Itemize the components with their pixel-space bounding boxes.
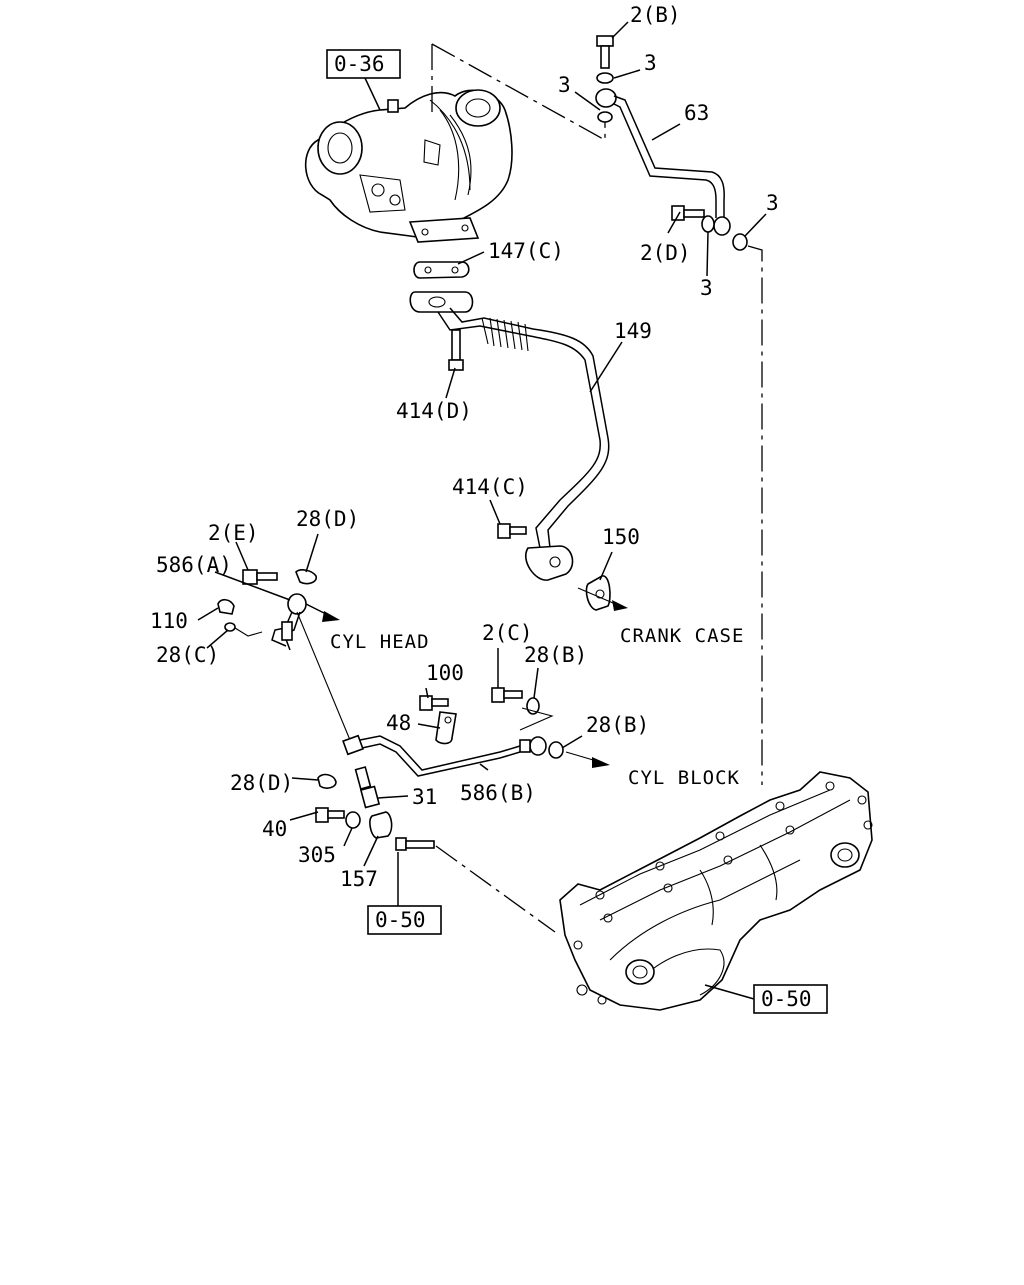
- label-414d[interactable]: 414(D): [396, 399, 472, 423]
- washer-3-left: [597, 111, 613, 123]
- bolt-2d: [671, 205, 705, 221]
- intake-manifold: [559, 771, 873, 1011]
- sensor-31: [354, 766, 381, 809]
- label-31[interactable]: 31: [412, 785, 437, 809]
- label-2b[interactable]: 2(B): [630, 3, 681, 27]
- label-28b-top[interactable]: 28(B): [524, 643, 587, 667]
- ref-turbo-label: 0-36: [334, 52, 385, 76]
- bracket-48: [435, 711, 457, 745]
- gasket-150: [585, 575, 611, 611]
- bolt-414d: [448, 329, 464, 371]
- label-150[interactable]: 150: [602, 525, 640, 549]
- label-2d[interactable]: 2(D): [640, 241, 691, 265]
- label-147c[interactable]: 147(C): [488, 239, 564, 263]
- ref-manifold-left-label: 0-50: [375, 908, 426, 932]
- clip-28d-left: [317, 773, 337, 789]
- label-48[interactable]: 48: [386, 711, 411, 735]
- label-28c[interactable]: 28(C): [156, 643, 219, 667]
- bolt-414c: [497, 523, 527, 539]
- pipe-586b: [342, 734, 547, 777]
- note-cyl-head: CYL HEAD: [330, 631, 430, 653]
- label-28d-left[interactable]: 28(D): [230, 771, 293, 795]
- pipe-149: [409, 291, 610, 581]
- washer-3-bottom: [701, 215, 715, 233]
- label-305[interactable]: 305: [298, 843, 336, 867]
- label-110[interactable]: 110: [150, 609, 188, 633]
- washer-3-right: [732, 233, 748, 251]
- washer-3-top: [596, 72, 614, 84]
- direction-notes: CYL HEAD CRANK CASE CYL BLOCK: [330, 625, 744, 789]
- bolt-2c: [491, 687, 523, 703]
- gasket-147c: [413, 261, 470, 279]
- label-2e[interactable]: 2(E): [208, 521, 259, 545]
- label-28d-top[interactable]: 28(D): [296, 507, 359, 531]
- note-crank-case: CRANK CASE: [620, 625, 744, 647]
- label-414c[interactable]: 414(C): [452, 475, 528, 499]
- label-3-bottom[interactable]: 3: [700, 276, 713, 300]
- stud: [395, 837, 435, 851]
- label-2c[interactable]: 2(C): [482, 621, 533, 645]
- label-157[interactable]: 157: [340, 867, 378, 891]
- leader-lines: [197, 21, 767, 867]
- label-40[interactable]: 40: [262, 817, 287, 841]
- label-149[interactable]: 149: [614, 319, 652, 343]
- cap-110: [217, 598, 235, 615]
- bolt-2b: [596, 35, 614, 69]
- washer-28b-right: [548, 741, 564, 759]
- ref-box-manifold-left[interactable]: 0-50: [367, 905, 442, 935]
- turbocharger: [304, 89, 513, 243]
- bolt-100: [419, 695, 449, 711]
- bolt-2e: [242, 569, 278, 585]
- label-586a[interactable]: 586(A): [156, 553, 232, 577]
- washer-28c: [224, 622, 236, 632]
- label-100[interactable]: 100: [426, 661, 464, 685]
- label-586b[interactable]: 586(B): [460, 781, 536, 805]
- washer-305: [345, 811, 361, 829]
- label-63[interactable]: 63: [684, 101, 709, 125]
- adapter-157: [369, 811, 393, 839]
- bolt-40: [315, 807, 345, 823]
- part-labels: 2(B) 3 3 63 3 2(D) 3 147(C) 149 414(D) 4…: [150, 3, 779, 891]
- note-cyl-block: CYL BLOCK: [628, 767, 740, 789]
- ref-box-turbo[interactable]: 0-36: [326, 49, 401, 79]
- banjo-586a: [271, 593, 307, 651]
- ref-manifold-right-label: 0-50: [761, 987, 812, 1011]
- label-3-left[interactable]: 3: [558, 73, 571, 97]
- pipe-63: [595, 88, 731, 236]
- clip-28d-top: [295, 569, 318, 585]
- ref-box-manifold-right[interactable]: 0-50: [753, 984, 828, 1014]
- label-28b-right[interactable]: 28(B): [586, 713, 649, 737]
- label-3-right[interactable]: 3: [766, 191, 779, 215]
- label-3-top[interactable]: 3: [644, 51, 657, 75]
